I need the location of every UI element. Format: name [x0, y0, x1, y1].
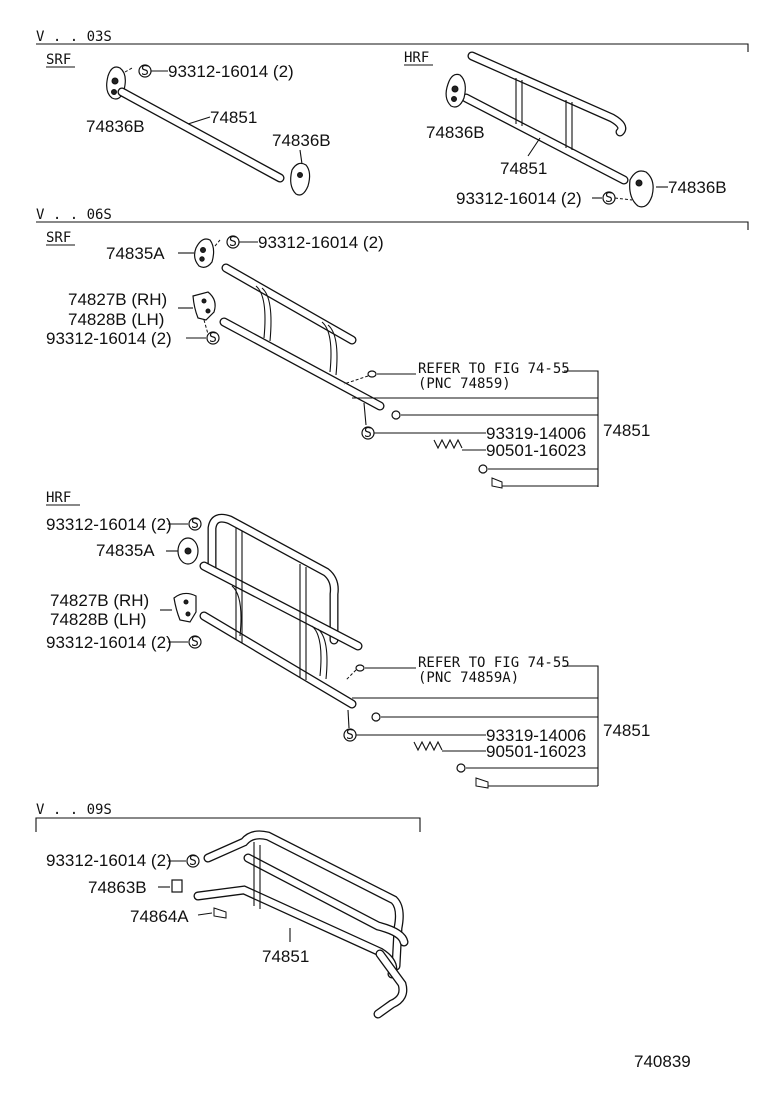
callout-srf-bracket-left: 74836B [86, 117, 145, 136]
figure-number: 740839 [634, 1052, 691, 1071]
collar-part[interactable] [391, 410, 401, 420]
callout-srf-rod: 74851 [210, 108, 257, 127]
callout-v09s-screw: 93312-16014 (2) [46, 851, 172, 870]
v06s-srf-group: SRF 74835A S 93312-16014 (2) 74827B (RH)… [46, 230, 650, 489]
section-v03s: V . . 03S SRF S 93312-16014 (2) 74851 74… [36, 29, 749, 208]
callout-v09s-bolt: 74864A [130, 907, 189, 926]
hrf2-nut[interactable] [456, 763, 466, 773]
callout-hrf2-refer: REFER TO FIG 74-55 [418, 655, 570, 671]
callout-hrf2-bracket: 74835A [96, 541, 155, 560]
screw-symbol: S [189, 854, 197, 869]
callout-hrf2-screw-top: 93312-16014 (2) [46, 515, 172, 534]
callout-v09s-assy: 74851 [262, 947, 309, 966]
callout-srf2-spring: 90501-16023 [486, 441, 586, 460]
callout-srf2-screw-bottom: 93312-16014 (2) [46, 329, 172, 348]
hrf2-bolt[interactable] [475, 777, 489, 789]
callout-srf2-bolt: 93319-14006 [486, 424, 586, 443]
callout-hrf2-spring: 90501-16023 [486, 742, 586, 761]
callout-srf-bracket-right: 74836B [272, 131, 331, 150]
hinge-74827b-74828b[interactable] [192, 291, 216, 321]
section-title-v09s: V . . 09S [36, 802, 112, 818]
v06s-hrf-group: HRF 93312-16014 (2) S 74835A 74827B (RH)… [46, 490, 650, 789]
bracket-74836b-right[interactable] [290, 162, 311, 196]
section-title-v03s: V . . 03S [36, 29, 112, 45]
callout-srf2-assy: 74851 [603, 421, 650, 440]
screw-symbol: S [191, 635, 199, 650]
callout-hrf-rod: 74851 [500, 159, 547, 178]
callout-srf2-screw-top: 93312-16014 (2) [258, 233, 384, 252]
bracket-74835a[interactable] [193, 238, 215, 268]
v03s-srf-group: SRF S 93312-16014 (2) 74851 74836B 74836… [46, 52, 331, 196]
srf-label: SRF [46, 52, 71, 68]
hrf2-screw-top-icon[interactable] [188, 517, 202, 531]
spring-90501[interactable] [433, 438, 463, 450]
section-title-v06s: V . . 06S [36, 207, 112, 223]
v03s-hrf-group: HRF 74836B 74851 74836B 93312 [404, 50, 727, 208]
callout-hrf-screw: 93312-16014 (2) [456, 189, 582, 208]
screw-symbol: S [209, 331, 217, 346]
screw-symbol: S [364, 426, 372, 441]
callout-srf2-hinge-lh: 74828B (LH) [68, 310, 164, 329]
nut-part[interactable] [478, 464, 488, 474]
callout-srf-screw: 93312-16014 (2) [168, 62, 294, 81]
section-v09s: V . . 09S 93312-16014 (2) S 74863B 74864… [35, 802, 421, 1019]
hrf-label: HRF [404, 50, 429, 66]
bracket-74863b[interactable] [171, 879, 183, 893]
callout-hrf2-bolt: 93319-14006 [486, 726, 586, 745]
callout-hrf2-hinge-lh: 74828B (LH) [50, 610, 146, 629]
screw-symbol: S [141, 64, 149, 79]
bolt-74864a[interactable] [213, 907, 227, 919]
callout-srf2-hinge-rh: 74827B (RH) [68, 290, 167, 309]
callout-hrf2-assy: 74851 [603, 721, 650, 740]
callout-hrf2-pnc: (PNC 74859A) [418, 670, 519, 686]
hrf2-hinge[interactable] [173, 592, 197, 623]
srf2-screw-bottom-icon[interactable] [206, 331, 220, 345]
callout-hrf-bracket-left: 74836B [426, 123, 485, 142]
v09s-screw-icon[interactable] [186, 854, 200, 868]
hrf2-screw-bottom-icon[interactable] [188, 635, 202, 649]
callout-srf2-pnc: (PNC 74859) [418, 376, 511, 392]
hrf2-spring[interactable] [413, 740, 443, 752]
screw-symbol: S [346, 728, 354, 743]
callout-hrf-bracket-right: 74836B [668, 178, 727, 197]
screw-symbol: S [191, 517, 199, 532]
plug-74859a[interactable] [355, 664, 365, 672]
callout-hrf2-hinge-rh: 74827B (RH) [50, 591, 149, 610]
callout-hrf2-screw-bottom: 93312-16014 (2) [46, 633, 172, 652]
section-v06s: V . . 06S SRF 74835A S 93312-16014 (2) 7… [36, 207, 749, 789]
screw-symbol: S [229, 235, 237, 250]
hrf-bracket-74836b-right[interactable] [629, 170, 654, 208]
plug-74859[interactable] [367, 370, 377, 378]
srf-label-2: SRF [46, 230, 71, 246]
bolt-part[interactable] [491, 477, 503, 489]
callout-srf2-bracket: 74835A [106, 244, 165, 263]
callout-v09s-bracket: 74863B [88, 878, 147, 897]
callout-srf2-refer: REFER TO FIG 74-55 [418, 361, 570, 377]
screw-symbol: S [605, 191, 613, 206]
hrf2-collar[interactable] [371, 712, 381, 722]
hrf-label-2: HRF [46, 490, 71, 506]
